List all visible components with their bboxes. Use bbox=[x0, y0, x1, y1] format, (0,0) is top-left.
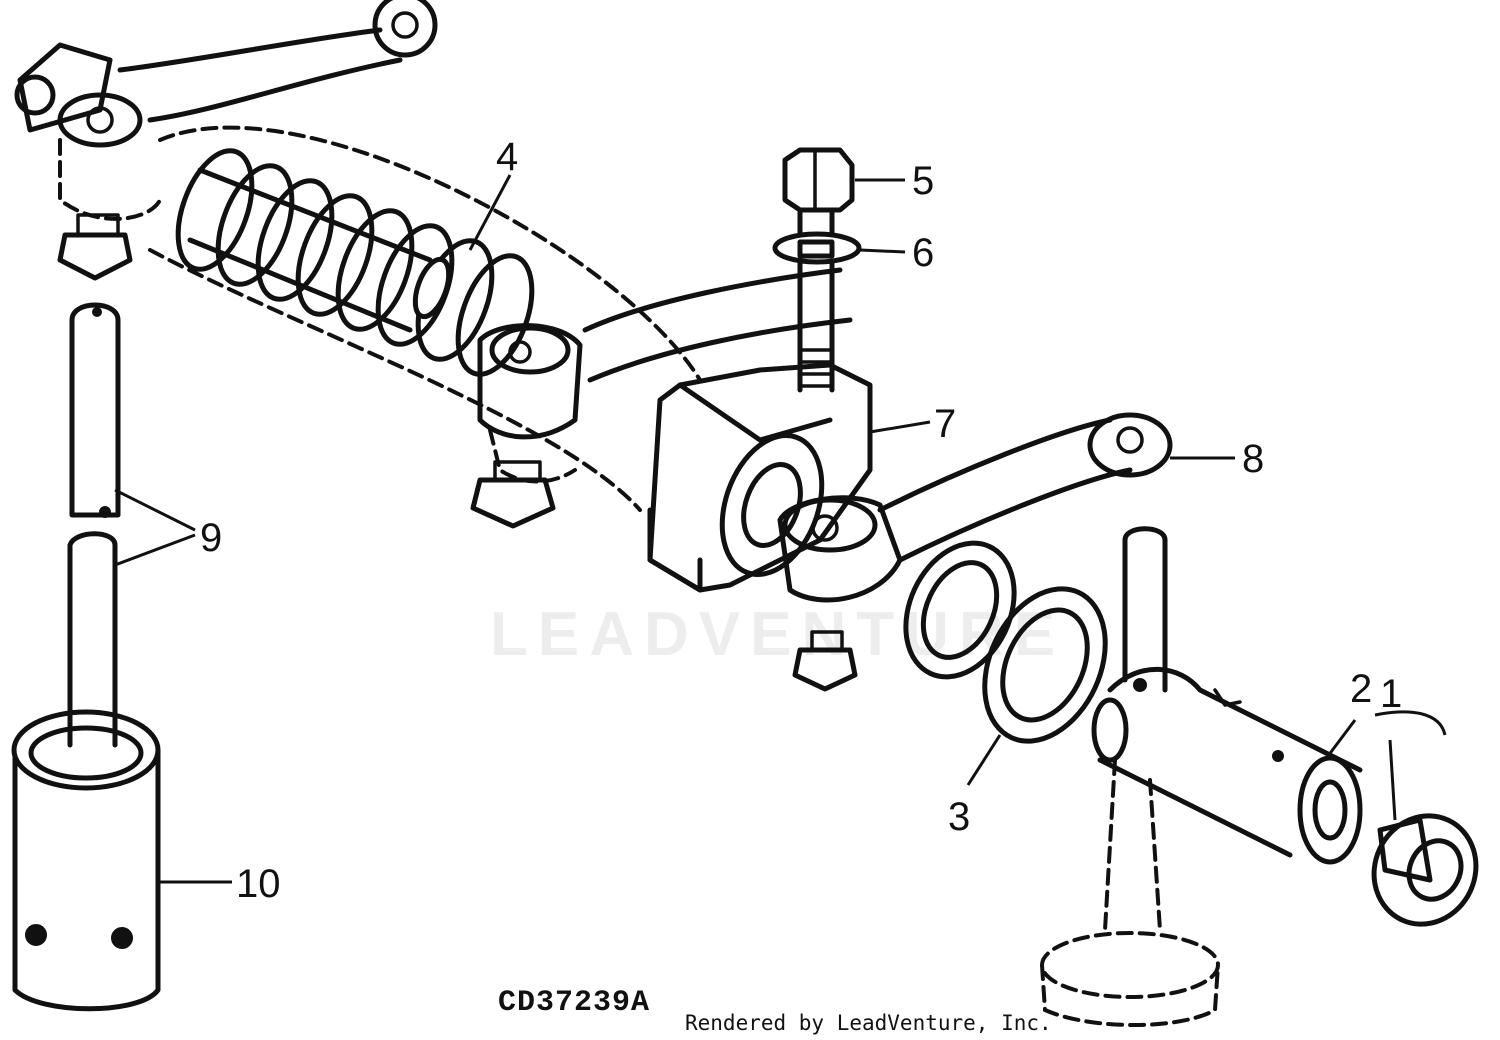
callout-8: 8 bbox=[1242, 437, 1264, 481]
callout-labels: 1 2 3 4 5 6 7 8 9 10 bbox=[200, 135, 1402, 906]
render-credit: Rendered by LeadVenture, Inc. bbox=[685, 1011, 1052, 1035]
washer-part-6 bbox=[772, 231, 862, 265]
watermark-text: LEADVENTURE bbox=[490, 600, 1065, 669]
rocker-arm-upper-left bbox=[14, 0, 438, 281]
push-rod-part-9 bbox=[67, 302, 121, 748]
valve-stem bbox=[1040, 526, 1220, 1027]
cam-follower-part-10 bbox=[11, 697, 161, 1012]
spring-part-4 bbox=[175, 148, 535, 377]
callout-7: 7 bbox=[934, 402, 956, 446]
rocker-arm-middle bbox=[470, 267, 853, 529]
callout-2: 2 bbox=[1350, 667, 1372, 711]
plug-part-1 bbox=[1371, 813, 1479, 927]
callout-3: 3 bbox=[948, 795, 970, 839]
support-bracket-part-7 bbox=[647, 362, 873, 593]
callout-5: 5 bbox=[912, 159, 934, 203]
callout-6: 6 bbox=[912, 231, 934, 275]
leader-lines bbox=[114, 174, 1447, 884]
figure-code: CD37239A bbox=[498, 986, 650, 1020]
callout-1: 1 bbox=[1380, 672, 1402, 716]
callout-9: 9 bbox=[200, 516, 222, 560]
callout-4: 4 bbox=[496, 135, 518, 179]
rocker-shaft-part-2 bbox=[1091, 666, 1363, 865]
callout-10: 10 bbox=[236, 862, 281, 906]
thrust-washer-part-3 bbox=[982, 586, 1108, 744]
rocker-arm-part-8 bbox=[777, 412, 1173, 692]
